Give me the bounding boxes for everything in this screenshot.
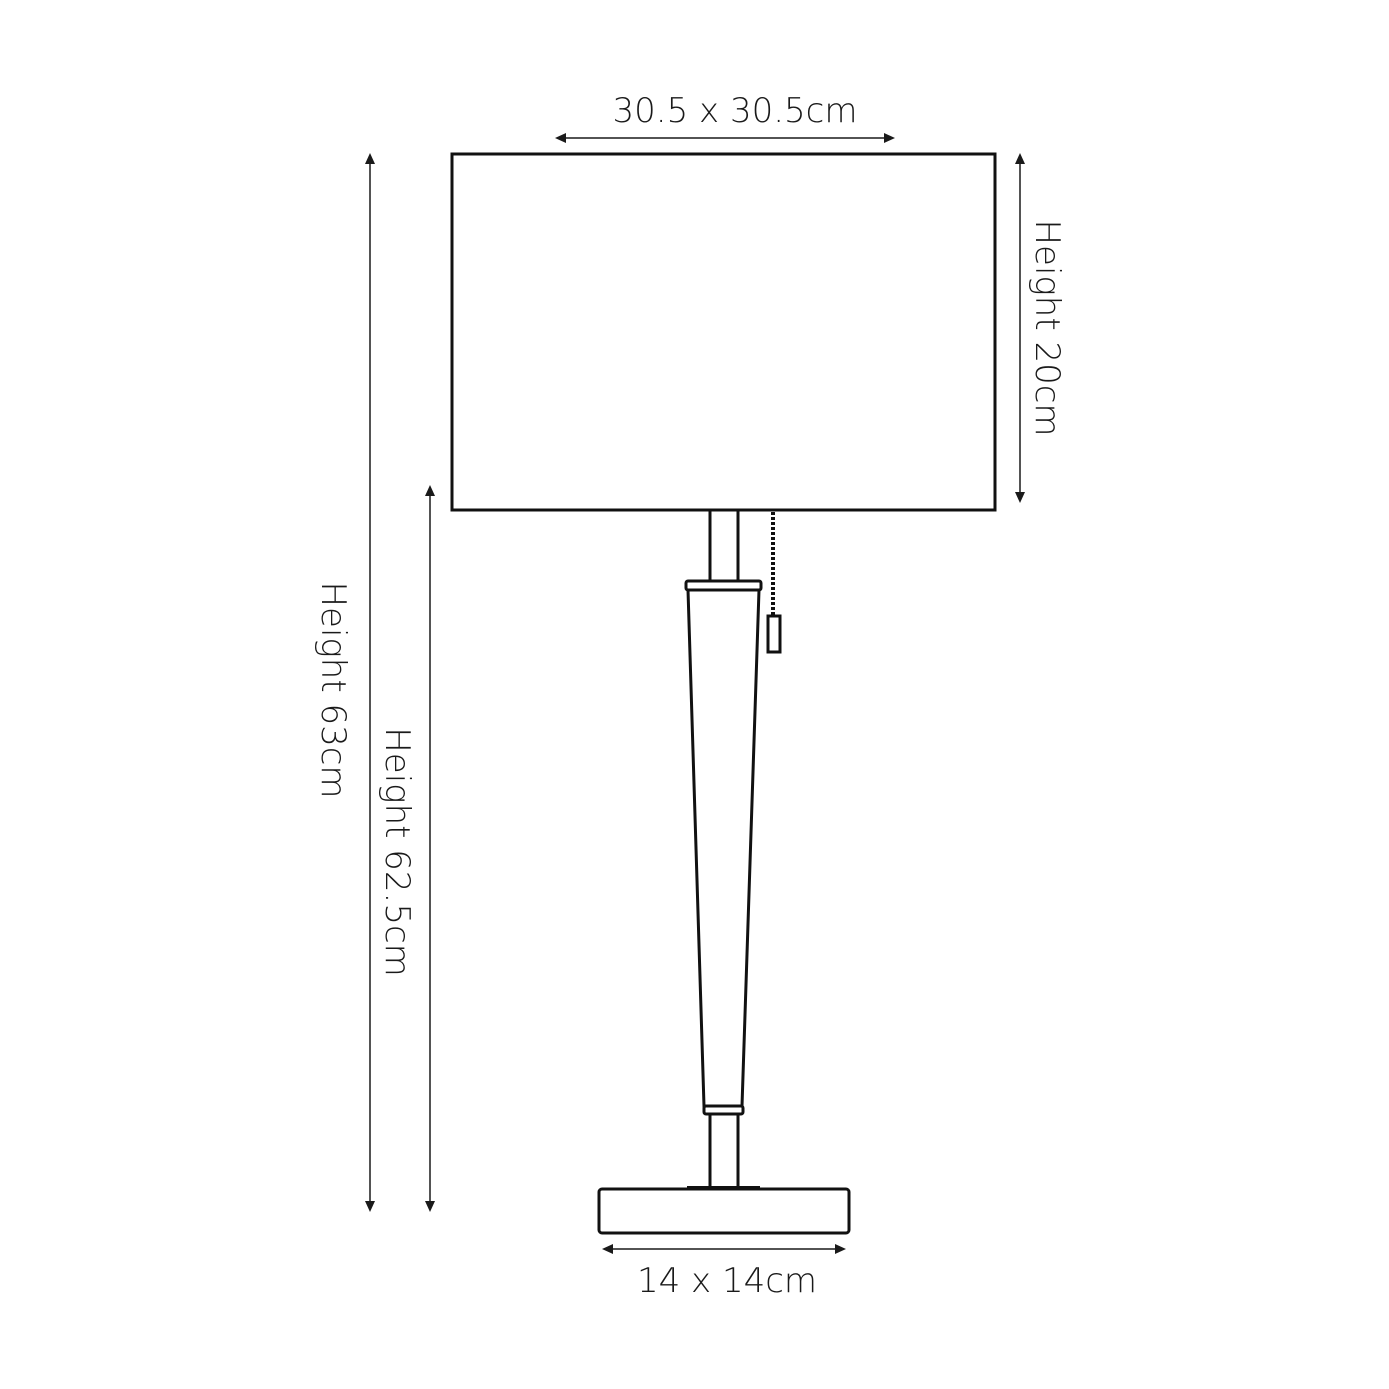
shade-width-label: 30.5 x 30.5cm xyxy=(613,91,858,131)
inner-height-dimension: Height 62.5cm xyxy=(377,485,435,1212)
pull-chain xyxy=(766,512,782,654)
inner-height-label: Height 62.5cm xyxy=(377,727,417,977)
arrow-left-icon xyxy=(555,133,566,143)
base xyxy=(597,1187,851,1235)
lamp-shade xyxy=(450,152,997,512)
base-width-label: 14 x 14cm xyxy=(637,1261,817,1301)
arrow-right-icon xyxy=(884,133,895,143)
lower-stem xyxy=(708,1112,740,1190)
shade-height-dimension: Height 20cm xyxy=(1015,153,1067,503)
upper-collar xyxy=(684,579,763,592)
shade-height-label: Height 20cm xyxy=(1027,219,1067,436)
arrow-down-icon xyxy=(1015,492,1025,503)
arrow-left-icon xyxy=(602,1244,613,1254)
shade-width-dimension: 30.5 x 30.5cm xyxy=(555,91,895,143)
arrow-up-icon xyxy=(425,485,435,496)
total-height-label: Height 63cm xyxy=(313,581,353,798)
total-height-dimension: Height 63cm xyxy=(313,153,375,1212)
upper-stem xyxy=(708,508,740,584)
tapered-column xyxy=(686,588,761,1108)
arrow-down-icon xyxy=(425,1201,435,1212)
arrow-up-icon xyxy=(1015,153,1025,164)
arrow-up-icon xyxy=(365,153,375,164)
arrow-right-icon xyxy=(835,1244,846,1254)
pull-chain-fob xyxy=(766,614,782,654)
base-width-dimension: 14 x 14cm xyxy=(602,1244,846,1301)
arrow-down-icon xyxy=(365,1201,375,1212)
